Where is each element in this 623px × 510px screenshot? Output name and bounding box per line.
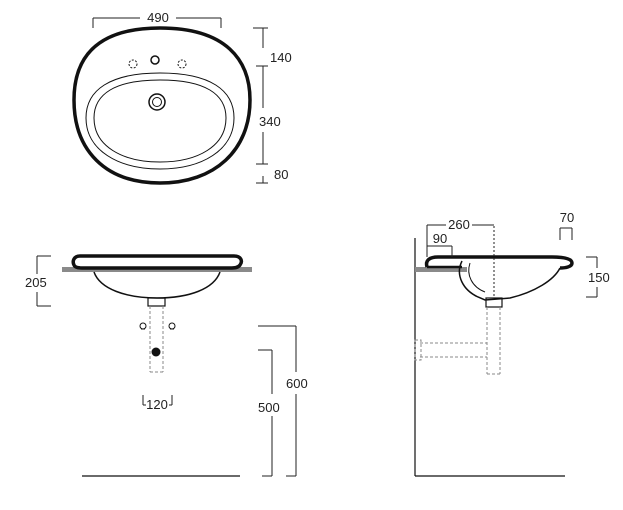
drain-outer-icon xyxy=(148,93,166,111)
dim-waste-spacing-label: 120 xyxy=(146,397,168,412)
water-supply-right-icon xyxy=(168,322,176,330)
drain-inner-icon xyxy=(152,97,162,107)
dim-front-height-label: 205 xyxy=(25,275,47,290)
dim-side-front-label: 70 xyxy=(560,210,574,225)
dim-depth-bowl-label: 340 xyxy=(259,114,281,129)
dim-side-front xyxy=(559,227,573,240)
dim-top-width-label: 490 xyxy=(147,10,169,25)
dim-height-waste-label: 500 xyxy=(258,400,280,415)
top-view: 490 140 340 80 xyxy=(72,10,292,185)
dim-height-waste xyxy=(258,349,273,477)
basin-inner-bowl xyxy=(85,72,235,170)
basin-side-bowl-inner xyxy=(468,262,486,293)
dim-front-height xyxy=(36,255,51,307)
dim-depth-front-label: 80 xyxy=(274,167,288,182)
tap-hole-option-left-icon xyxy=(128,59,138,69)
dim-side-height-label: 150 xyxy=(588,270,610,285)
dim-top-depth xyxy=(253,27,268,184)
basin-side-bowl xyxy=(458,260,561,301)
dim-height-rim-label: 600 xyxy=(286,376,308,391)
trap-fitting-icon xyxy=(151,347,161,357)
dim-depth-back-label: 140 xyxy=(270,50,292,65)
dim-top-width xyxy=(92,17,222,28)
side-view: 260 90 70 150 xyxy=(414,210,610,477)
basin-side-rim xyxy=(424,255,574,270)
basin-bowl-front xyxy=(93,271,221,299)
front-view: 205 120 600 500 xyxy=(25,254,308,477)
trap-side xyxy=(414,307,501,375)
waste-outlet xyxy=(147,297,166,307)
basin-outer-rim xyxy=(72,26,252,185)
waste-pipe-front xyxy=(149,306,164,373)
dim-side-back-label: 90 xyxy=(433,231,447,246)
basin-rim-front xyxy=(71,254,244,270)
waste-outlet-side xyxy=(485,297,503,308)
tap-hole-icon xyxy=(150,55,160,65)
dim-height-rim xyxy=(258,325,297,477)
dim-side-depth xyxy=(426,224,494,257)
dim-side-height xyxy=(586,256,598,298)
dim-waste-spacing xyxy=(142,395,173,406)
basin-inner-bowl-edge xyxy=(93,79,227,163)
dim-side-depth-label: 260 xyxy=(448,217,470,232)
tap-hole-option-right-icon xyxy=(177,59,187,69)
countertop-side xyxy=(415,267,467,272)
water-supply-left-icon xyxy=(139,322,147,330)
